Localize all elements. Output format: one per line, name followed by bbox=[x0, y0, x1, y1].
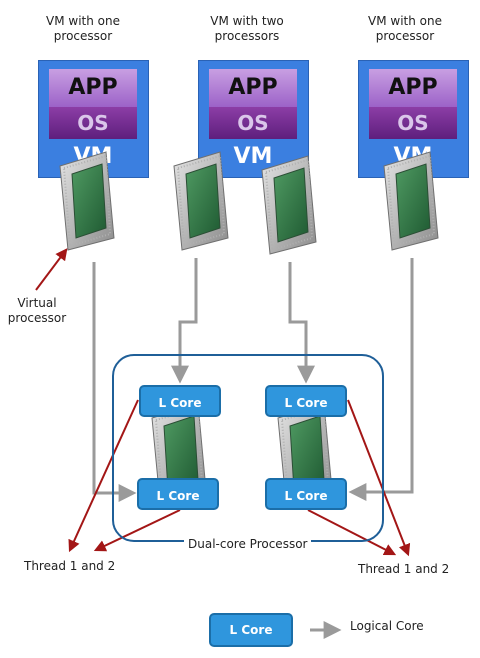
upper-right-core-thread-arrow bbox=[347, 399, 411, 557]
vm3-app-layer: APP bbox=[369, 69, 457, 107]
vm1-title: VM with one processor bbox=[28, 14, 138, 44]
vm2b-to-upper-right-core bbox=[288, 262, 315, 384]
vm1-os-layer: OS bbox=[49, 107, 137, 139]
gray-connectors bbox=[92, 258, 414, 639]
lcore-upper-right: L Core bbox=[265, 385, 347, 417]
upper-left-core-thread-arrow bbox=[68, 399, 139, 553]
vm2-vm-label: VM bbox=[233, 144, 273, 169]
lcore-upper-left: L Core bbox=[139, 385, 221, 417]
vm1-title-line2: processor bbox=[53, 29, 113, 43]
red-arrows bbox=[35, 248, 411, 557]
vm2-os-layer: OS bbox=[209, 107, 297, 139]
vm3-os-layer: OS bbox=[369, 107, 457, 139]
vm3-to-lower-right-core bbox=[348, 258, 414, 501]
vm3-title: VM with one processor bbox=[350, 14, 460, 44]
virtual-processor-chip-icon bbox=[173, 151, 229, 251]
virtual-processor-chip-icon bbox=[261, 155, 317, 255]
vm1-app-layer: APP bbox=[49, 69, 137, 107]
vm2-title-line1: VM with two bbox=[210, 14, 284, 28]
virtual-processor-label: Virtual processor bbox=[2, 296, 72, 326]
vm2-title-line2: processors bbox=[214, 29, 280, 43]
vm1-to-lower-left-core bbox=[92, 262, 137, 502]
lcore-lower-left: L Core bbox=[137, 478, 219, 510]
lcore-lower-right: L Core bbox=[265, 478, 347, 510]
virtual-processor-chip-icon bbox=[59, 151, 115, 251]
vm1-title-line1: VM with one bbox=[46, 14, 120, 28]
virtual-processor-label-line1: Virtual bbox=[17, 296, 57, 310]
lower-right-core-thread-arrow bbox=[307, 509, 397, 556]
vm3-title-line1: VM with one bbox=[368, 14, 442, 28]
thread-label-left: Thread 1 and 2 bbox=[24, 559, 116, 573]
dual-core-processor-frame bbox=[112, 354, 384, 542]
dual-core-processor-label: Dual-core Processor bbox=[184, 537, 312, 552]
virtual-processor-arrow bbox=[35, 248, 68, 291]
vm3-title-line2: processor bbox=[375, 29, 435, 43]
virtual-processor-label-line2: processor bbox=[7, 311, 67, 325]
legend-lcore: L Core bbox=[209, 613, 293, 647]
lower-left-core-thread-arrow bbox=[93, 509, 181, 552]
thread-label-right: Thread 1 and 2 bbox=[358, 562, 450, 576]
legend-text: Logical Core bbox=[350, 619, 424, 633]
vm2-app-layer: APP bbox=[209, 69, 297, 107]
virtual-processor-chip-icon bbox=[383, 151, 439, 251]
vm2a-to-upper-left-core bbox=[171, 258, 198, 384]
vm2-title: VM with two processors bbox=[192, 14, 302, 44]
